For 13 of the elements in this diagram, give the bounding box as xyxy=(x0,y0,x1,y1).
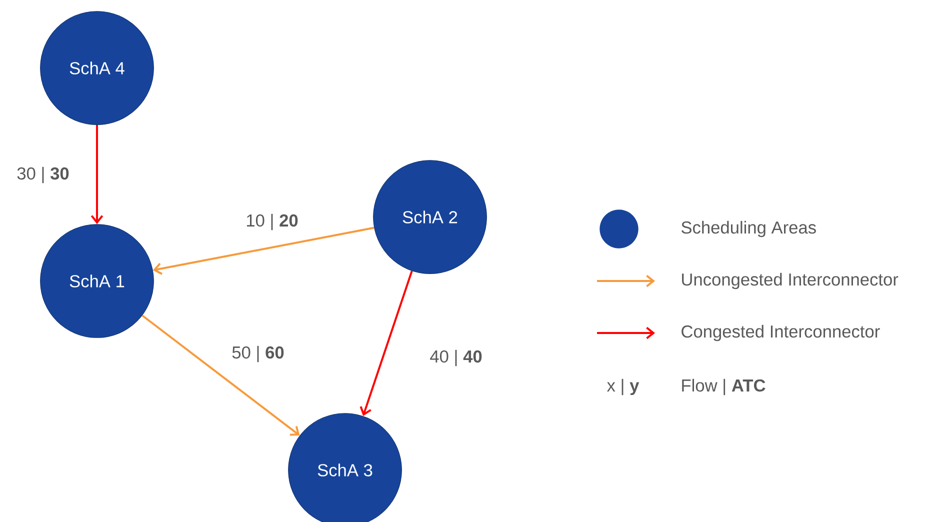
legend-text: Uncongested Interconnector xyxy=(682,272,898,290)
edge-label: 40 | 40 xyxy=(430,350,482,366)
legend-text: Scheduling Areas xyxy=(682,220,816,238)
edge-label: 30 | 30 xyxy=(17,166,69,184)
arrow xyxy=(142,314,300,436)
legend-text: Congested Interconnector xyxy=(682,324,880,342)
arrow xyxy=(90,124,104,224)
legend-text: Flow | ATC xyxy=(682,378,766,396)
arrow xyxy=(152,226,374,275)
edge-label: 10 | 20 xyxy=(246,214,298,230)
arrow xyxy=(360,270,413,416)
legend-sample: x | y xyxy=(606,378,640,396)
edge-label: 50 | 60 xyxy=(232,346,284,362)
